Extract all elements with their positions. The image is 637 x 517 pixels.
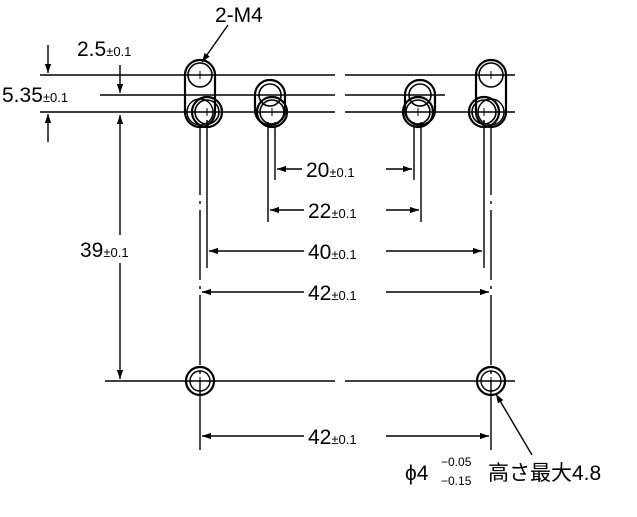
left-slot-hole [185,60,222,127]
label-39: 39±0.1 [80,239,129,262]
right-slot-hole [469,60,506,127]
pin-spec-label: ϕ4 −0.05 −0.15 高さ最大4.8 [405,455,601,488]
label-5-35: 5.35±0.1 [2,84,68,107]
thread-leader [202,25,228,62]
pin-leader [496,394,532,455]
label-20: 20±0.1 [306,159,355,182]
label-42-bottom: 42±0.1 [308,426,357,449]
label-42: 42±0.1 [308,282,357,305]
inner-right-slot-hole [403,80,435,127]
svg-text:高さ最大4.8: 高さ最大4.8 [488,462,601,485]
label-2-5: 2.5±0.1 [77,38,131,61]
svg-text:ϕ4: ϕ4 [405,462,429,485]
svg-text:−0.15: −0.15 [441,474,472,488]
bottom-right-pin [477,367,505,395]
label-22: 22±0.1 [308,200,357,223]
center-marks [196,71,495,385]
label-40: 40±0.1 [308,241,357,264]
dimension-labels: 2-M4 2.5±0.1 5.35±0.1 20±0.1 22±0.1 40±0… [2,4,601,488]
svg-text:−0.05: −0.05 [441,455,472,469]
bottom-left-pin [186,367,214,395]
inner-left-slot-hole [255,80,287,127]
thread-label: 2-M4 [215,4,263,27]
top-reference-lines [40,75,515,112]
